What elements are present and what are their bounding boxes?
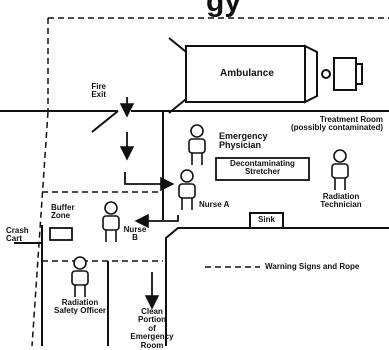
decon-stretcher-label: Decontaminating Stretcher bbox=[230, 159, 295, 177]
nurse-a-label: Nurse A bbox=[199, 200, 230, 209]
nurse-a-figure bbox=[178, 169, 196, 210]
buffer-zone-label: Buffer Zone bbox=[51, 203, 75, 221]
emergency-physician-figure bbox=[188, 124, 206, 165]
building-walls bbox=[0, 110, 389, 346]
fire-exit-label: Fire Exit bbox=[91, 82, 106, 100]
nurse-b-figure bbox=[102, 201, 120, 242]
flow-arrows bbox=[119, 97, 179, 310]
treatment-room-label: Treatment Room (possibly contaminated) bbox=[290, 115, 383, 133]
clean-portion-label: Clean Portion of Emergency Room bbox=[130, 307, 174, 350]
crash-cart-box bbox=[49, 227, 73, 241]
radiation-technician-figure bbox=[331, 149, 349, 190]
crash-cart-label: Crash Cart bbox=[6, 226, 29, 244]
buffer-zone-partitions bbox=[42, 191, 163, 262]
radiation-safety-officer-label: Radiation Safety Officer bbox=[53, 298, 107, 316]
decon-stretcher-box bbox=[215, 157, 310, 181]
ambulance-label: Ambulance bbox=[220, 68, 274, 79]
sink-label: Sink bbox=[258, 215, 275, 224]
warning-rope-boundary bbox=[31, 17, 389, 346]
nurse-b-label: Nurse B bbox=[123, 225, 147, 243]
radiation-technician-label: Radiation Technician bbox=[320, 192, 362, 210]
header-fragment: gy bbox=[206, 0, 242, 18]
radiation-safety-officer-figure bbox=[71, 256, 89, 297]
emergency-physician-label: Emergency Physician bbox=[219, 131, 268, 151]
ambulance bbox=[168, 37, 363, 114]
legend-warning-label: Warning Signs and Rope bbox=[265, 262, 360, 271]
